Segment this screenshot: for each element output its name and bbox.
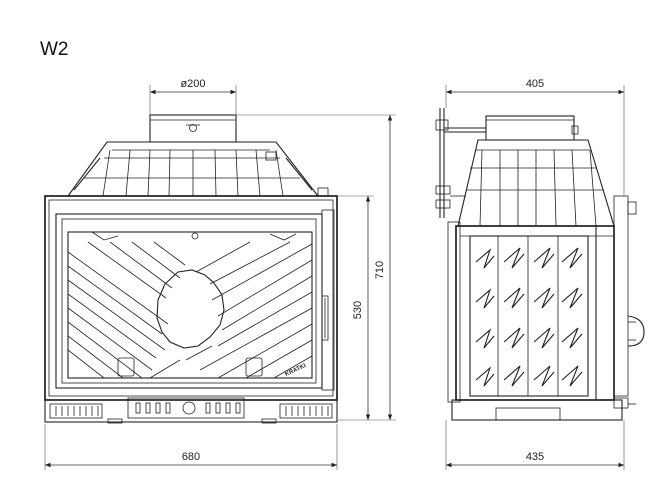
front-base xyxy=(44,397,338,424)
dim-side-depth-top: 405 xyxy=(445,78,625,196)
side-view: 405 435 xyxy=(435,78,645,470)
model-title: W2 xyxy=(40,39,69,60)
dim-side-depth-bottom: 435 xyxy=(445,420,625,470)
side-base xyxy=(451,397,636,421)
dim-front-width: 680 xyxy=(44,424,338,470)
door-height-label: 530 xyxy=(352,301,364,319)
throttle-lever xyxy=(435,108,486,218)
overall-height-label: 710 xyxy=(374,261,386,279)
flue-collar xyxy=(149,114,237,143)
flue-diameter-label: ø200 xyxy=(180,78,205,90)
side-depth-bottom-label: 435 xyxy=(526,451,544,463)
front-width-label: 680 xyxy=(182,451,200,463)
front-view: KRATKI xyxy=(44,78,396,470)
dim-door-height: 530 xyxy=(337,195,374,421)
dim-flue-diameter: ø200 xyxy=(149,78,237,115)
firebox-glass: KRATKI xyxy=(67,231,313,379)
top-hood xyxy=(66,141,329,197)
fire-opening xyxy=(156,269,225,349)
side-firebrick xyxy=(469,235,589,397)
side-body xyxy=(455,225,615,401)
side-depth-top-label: 405 xyxy=(526,78,544,90)
dim-overall-height: 710 xyxy=(236,114,396,421)
